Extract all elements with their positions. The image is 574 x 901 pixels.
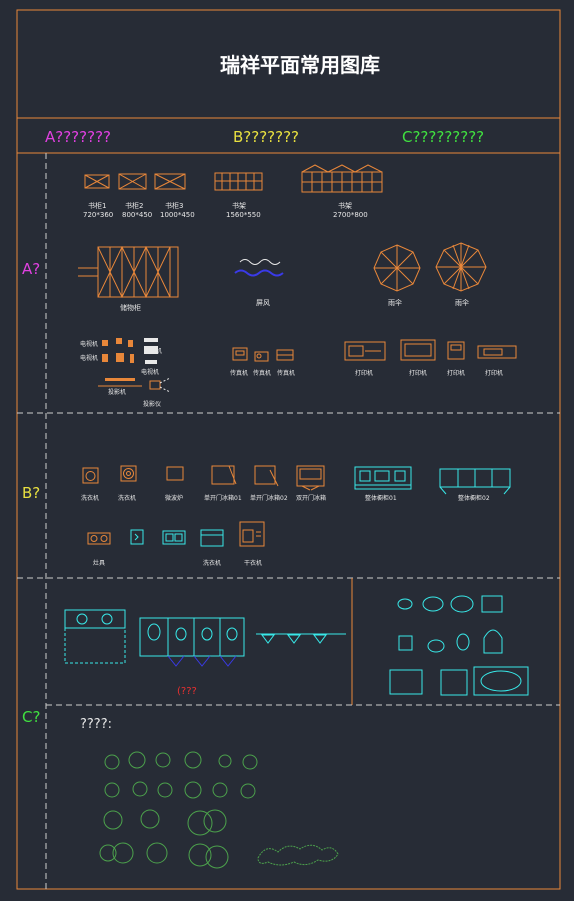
item-label: 打印机 — [485, 369, 503, 377]
microwave-icon — [166, 466, 184, 481]
restroom-stalls-icon — [139, 617, 245, 667]
item-label: 微波炉 — [165, 494, 183, 502]
bookcase-1-icon — [84, 174, 110, 189]
washer-3-icon — [130, 529, 144, 545]
storage-rack-icon — [78, 245, 179, 299]
section-c-red-label: (??? — [177, 686, 197, 697]
page-title: 瑞祥平面常用图库 — [220, 53, 380, 77]
item-label: 电视机 — [80, 354, 98, 362]
stove-icon — [87, 532, 111, 545]
outer-frame — [16, 9, 561, 890]
fax-machines-icon — [232, 347, 294, 362]
item-label: 整体橱柜02 — [458, 494, 490, 502]
side-label-c: C? — [22, 708, 40, 726]
item-label: 投影机 — [108, 388, 126, 396]
umbrella-2-icon — [435, 242, 487, 292]
bookcase-2-icon — [118, 173, 147, 190]
bookshelf-2-icon — [301, 164, 383, 193]
item-label: 书柜3 — [165, 201, 183, 210]
item-label: 电视机 — [144, 347, 162, 355]
vanity-sink-icon — [64, 609, 126, 664]
umbrella-1-icon — [373, 244, 421, 292]
item-size: 720*360 — [83, 211, 113, 219]
bookcase-3-icon — [154, 173, 186, 190]
sanitary-fixtures-icon — [389, 595, 529, 696]
bookshelf-1-icon — [214, 172, 263, 191]
header-c: C????????? — [402, 128, 484, 146]
plant-symbols-icon — [99, 751, 339, 869]
fridge-1-icon — [211, 465, 237, 485]
fridge-2-icon — [254, 465, 279, 487]
item-label: 双开门冰箱 — [296, 494, 326, 502]
item-label: 投影仪 — [143, 400, 161, 408]
item-label: 打印机 — [447, 369, 465, 377]
screen-partition-icon — [234, 259, 284, 277]
item-label: 单开门冰箱02 — [250, 494, 288, 502]
item-label: 干衣机 — [244, 559, 262, 567]
item-size: 2700*800 — [333, 211, 368, 219]
item-label: 灶具 — [93, 559, 105, 567]
item-label: 传真机 — [277, 369, 295, 377]
tv-group-icon — [98, 338, 158, 387]
item-size: 800*450 — [122, 211, 152, 219]
side-label-a: A? — [22, 260, 40, 278]
item-label: 书柜2 — [125, 201, 143, 210]
header-b: B??????? — [233, 128, 299, 146]
header-a: A??????? — [45, 128, 111, 146]
washer-4-icon — [200, 529, 224, 547]
item-label: 书柜1 — [88, 201, 106, 210]
washer-2-icon — [120, 465, 137, 482]
sink-icon — [162, 530, 186, 545]
item-label: 电视机 — [141, 368, 159, 376]
item-label: 单开门冰箱01 — [204, 494, 242, 502]
item-size: 1000*450 — [160, 211, 195, 219]
item-label: 传真机 — [230, 369, 248, 377]
item-label: 整体橱柜01 — [365, 494, 397, 502]
item-label: 打印机 — [409, 369, 427, 377]
item-label: 洗衣机 — [203, 559, 221, 567]
item-label: 传真机 — [253, 369, 271, 377]
plants-label: ????: — [80, 717, 112, 732]
item-label: 电视机 — [80, 340, 98, 348]
item-label: 打印机 — [355, 369, 373, 377]
item-label: 屏风 — [256, 299, 270, 307]
fridge-double-icon — [296, 465, 325, 491]
item-label: 雨伞 — [455, 298, 469, 307]
washer-1-icon — [82, 467, 99, 484]
item-size: 1560*550 — [226, 211, 261, 219]
item-label: 储物柜 — [120, 303, 141, 312]
item-label: 书架 — [338, 201, 352, 210]
printers-icon — [344, 339, 517, 361]
side-label-b: B? — [22, 484, 40, 502]
item-label: 洗衣机 — [81, 494, 99, 502]
projector-icon — [149, 377, 171, 393]
item-label: 书架 — [232, 201, 246, 210]
kitchen-cabinet-2-icon — [439, 468, 511, 495]
urinals-icon — [256, 633, 346, 644]
item-label: 雨伞 — [388, 298, 402, 307]
kitchen-cabinet-1-icon — [354, 466, 412, 490]
item-label: 洗衣机 — [118, 494, 136, 502]
dryer-icon — [239, 521, 265, 547]
